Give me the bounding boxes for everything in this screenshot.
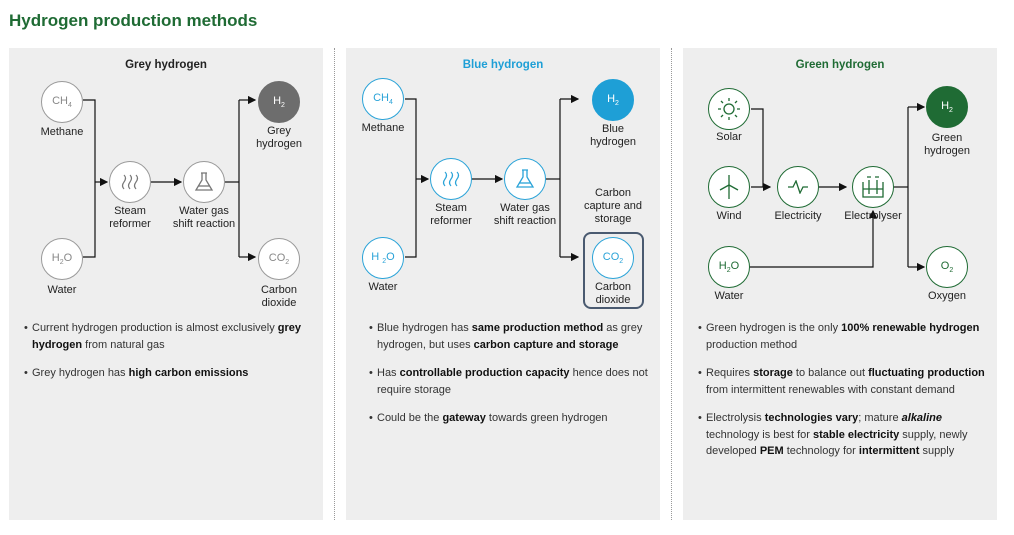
water-node: H 2O (362, 237, 404, 279)
hydrogen-icon: H2 (273, 94, 285, 110)
grey-flow-arrows (83, 95, 257, 262)
green-flow-arrows (748, 102, 926, 272)
blue-hydrogen-panel: Blue hydrogen CH4 Methane H 2O Water (346, 48, 660, 520)
panel-title: Blue hydrogen (462, 59, 544, 71)
bullet-item: Electrolysis technologies vary; mature a… (698, 410, 988, 460)
hydrogen-icon: H2 (607, 92, 619, 108)
co2-node: CO2 (592, 237, 634, 279)
bullet-item: Green hydrogen is the only 100% renewabl… (698, 320, 988, 353)
methane-node: CH4 (362, 78, 404, 120)
sun-icon (718, 98, 740, 120)
shift-reaction-node (183, 161, 225, 203)
electricity-icon (788, 180, 808, 194)
solar-label: Solar (716, 131, 742, 143)
oxygen-icon: O2 (940, 259, 954, 275)
methane-label: Methane (40, 126, 84, 138)
water-label: Water (368, 281, 398, 293)
shift-reaction-node (504, 158, 546, 200)
hydrogen-node: H2 (926, 86, 968, 128)
hydrogen-icon: H2 (941, 99, 953, 115)
page-title: Hydrogen production methods (9, 11, 258, 30)
water-icon: H2O (718, 259, 740, 275)
steam-reformer-node (109, 161, 151, 203)
bullet-item: Requires storage to balance out fluctuat… (698, 365, 988, 398)
electricity-label: Electricity (774, 210, 822, 222)
wind-label: Wind (716, 210, 742, 222)
green-bullets: Green hydrogen is the only 100% renewabl… (698, 320, 988, 472)
wind-turbine-icon (719, 175, 739, 199)
electrolyser-node (852, 166, 894, 208)
bullet-item: Has controllable production capacity hen… (369, 365, 651, 398)
blue-bullets: Blue hydrogen has same production method… (369, 320, 651, 439)
blue-flow-arrows (405, 94, 580, 262)
bullet-item: Current hydrogen production is almost ex… (24, 320, 314, 353)
steam-icon (121, 174, 139, 190)
electricity-node (777, 166, 819, 208)
co2-icon: CO2 (602, 250, 624, 266)
grey-bullets: Current hydrogen production is almost ex… (24, 320, 314, 394)
methane-label: Methane (361, 122, 405, 134)
bullet-item: Grey hydrogen has high carbon emissions (24, 365, 314, 382)
grey-hydrogen-panel: Grey hydrogen CH4 Methane H2O Water (9, 48, 323, 520)
flask-icon (194, 172, 214, 191)
water-label: Water (47, 284, 77, 296)
methane-node: CH4 (41, 81, 83, 123)
hydrogen-node: H2 (258, 81, 300, 123)
steam-reformer-node (430, 158, 472, 200)
oxygen-label: Oxygen (928, 290, 966, 302)
panel-title: Green hydrogen (795, 59, 885, 71)
co2-node: CO2 (258, 238, 300, 280)
water-icon: H 2O (371, 250, 395, 266)
wind-node (708, 166, 750, 208)
bullet-item: Blue hydrogen has same production method… (369, 320, 651, 353)
divider (671, 48, 672, 520)
water-node: H2O (41, 238, 83, 280)
bullet-item: Could be the gateway towards green hydro… (369, 410, 651, 427)
oxygen-node: O2 (926, 246, 968, 288)
water-node: H2O (708, 246, 750, 288)
hydrogen-node: H2 (592, 79, 634, 121)
flask-icon (515, 169, 535, 188)
water-label: Water (714, 290, 744, 302)
methane-icon: CH4 (373, 91, 393, 107)
green-hydrogen-panel: Green hydrogen Solar (683, 48, 997, 520)
electrolyser-label: Electrolyser (844, 210, 902, 222)
carbon-capture-box (583, 232, 644, 309)
solar-node (708, 88, 750, 130)
steam-icon (442, 171, 460, 187)
methane-icon: CH4 (52, 94, 72, 110)
water-icon: H2O (51, 251, 73, 267)
divider (334, 48, 335, 520)
electrolyser-icon (862, 176, 884, 198)
co2-icon: CO2 (268, 251, 290, 267)
panel-title: Grey hydrogen (125, 59, 207, 71)
